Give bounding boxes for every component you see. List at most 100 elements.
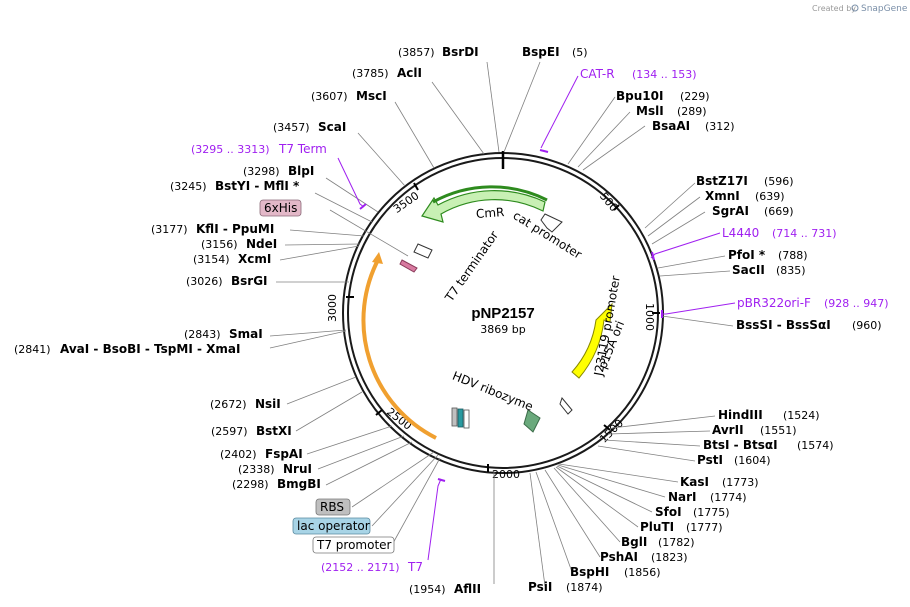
t7-promoter-marker[interactable] bbox=[463, 409, 470, 429]
site-hindiii[interactable]: HindIII bbox=[718, 408, 763, 422]
site-bsaai[interactable]: BsaAI bbox=[652, 119, 690, 133]
box-6xhis-label[interactable]: 6xHis bbox=[264, 201, 297, 215]
site-bsrgi[interactable]: BsrGI bbox=[231, 274, 268, 288]
site-xcmi[interactable]: XcmI bbox=[238, 252, 271, 266]
6xhis-feature-marker[interactable] bbox=[399, 259, 418, 273]
site-bpu10i-pos: (229) bbox=[680, 90, 710, 103]
site-bsssi-pos: (960) bbox=[852, 319, 882, 332]
t7-terminator-label: T7 terminator bbox=[442, 228, 501, 305]
j23119-promoter-marker[interactable] bbox=[559, 396, 573, 415]
leader-sgrai bbox=[651, 211, 706, 245]
box-lac-operator-label[interactable]: lac operator bbox=[297, 519, 370, 533]
site-xcmi-pos: (3154) bbox=[193, 253, 230, 266]
site-btsi[interactable]: BtsI - BtsαI bbox=[703, 438, 778, 452]
leader-bstyi bbox=[314, 192, 373, 223]
site-bstz17i-pos: (596) bbox=[764, 175, 794, 188]
site-bstz17i[interactable]: BstZ17I bbox=[696, 174, 748, 188]
leader-msci bbox=[394, 101, 435, 169]
site-ndei-pos: (3156) bbox=[201, 238, 238, 251]
site-labels-right: BspEI (5) Bpu10I (229) MslI (289) BsaAI … bbox=[522, 45, 882, 594]
site-xmni[interactable]: XmnI bbox=[705, 189, 740, 203]
site-psti-pos: (1604) bbox=[734, 454, 771, 467]
site-msci[interactable]: MscI bbox=[356, 89, 387, 103]
site-pluti[interactable]: PluTI bbox=[640, 520, 674, 534]
site-scai-pos: (3457) bbox=[273, 121, 310, 134]
site-msli[interactable]: MslI bbox=[636, 104, 664, 118]
t7-terminator-marker[interactable] bbox=[413, 243, 433, 259]
plasmid-name: pNP2157 bbox=[471, 305, 534, 322]
leader-nsii bbox=[286, 376, 357, 405]
leader-xcmi bbox=[279, 245, 360, 261]
box-lac-operator bbox=[292, 517, 371, 535]
hdv-ribozyme-marker[interactable] bbox=[523, 409, 541, 433]
site-pshai[interactable]: PshAI bbox=[600, 550, 638, 564]
site-bstxi[interactable]: BstXI bbox=[256, 424, 292, 438]
primer-l4440[interactable]: L4440 bbox=[722, 226, 759, 240]
site-sgrai[interactable]: SgrAI bbox=[712, 204, 749, 218]
tick-mark-1500 bbox=[603, 424, 611, 431]
cmr-label: CmR bbox=[475, 205, 504, 221]
site-bstyi[interactable]: BstYI - MflI * bbox=[215, 179, 300, 193]
primer-t7[interactable]: T7 bbox=[407, 560, 423, 574]
site-psii[interactable]: PsiI bbox=[528, 580, 552, 594]
site-nari-pos: (1774) bbox=[710, 491, 747, 504]
leader-kfli bbox=[289, 229, 365, 237]
site-msci-pos: (3607) bbox=[311, 90, 348, 103]
leader-bsrdi bbox=[486, 61, 500, 153]
primer-t7-range: (2152 .. 2171) bbox=[321, 561, 400, 574]
site-bgli[interactable]: BglI bbox=[621, 535, 647, 549]
primer-pbr322ori-f[interactable]: pBR322ori-F bbox=[737, 296, 811, 310]
site-bsssi[interactable]: BssSI - BssSαI bbox=[736, 318, 831, 332]
site-kasi[interactable]: KasI bbox=[680, 475, 709, 489]
site-bspei[interactable]: BspEI bbox=[522, 45, 560, 59]
primer-labels: CAT-R (134 .. 153) L4440 (714 .. 731) pB… bbox=[191, 67, 889, 574]
leader-pluti bbox=[555, 466, 639, 528]
box-rbs-label[interactable]: RBS bbox=[320, 500, 344, 514]
site-avai[interactable]: AvaI - BsoBI - TspMI - XmaI bbox=[60, 342, 240, 356]
site-scai[interactable]: ScaI bbox=[318, 120, 346, 134]
site-bpu10i[interactable]: Bpu10I bbox=[616, 89, 663, 103]
site-fspai[interactable]: FspAI bbox=[265, 447, 303, 461]
orange-cds-arc[interactable] bbox=[361, 257, 437, 440]
site-ndei[interactable]: NdeI bbox=[246, 237, 277, 251]
site-psii-pos: (1874) bbox=[566, 581, 603, 594]
site-acli[interactable]: AclI bbox=[397, 66, 422, 80]
box-t7-promoter bbox=[312, 536, 395, 554]
site-nrui[interactable]: NruI bbox=[283, 462, 312, 476]
site-aflii[interactable]: AflII bbox=[454, 582, 481, 596]
leader-psii bbox=[529, 472, 546, 587]
site-bstyi-pos: (3245) bbox=[170, 180, 207, 193]
site-avrii[interactable]: AvrII bbox=[712, 423, 744, 437]
lac-operator-marker[interactable] bbox=[457, 408, 464, 428]
leader-pshai bbox=[544, 469, 601, 558]
site-bsphi[interactable]: BspHI bbox=[570, 565, 609, 579]
box-t7-promoter-label[interactable]: T7 promoter bbox=[316, 538, 392, 552]
cmr-gene-arrow[interactable] bbox=[421, 190, 546, 223]
leader-blpi bbox=[325, 177, 379, 213]
site-smai-pos: (2843) bbox=[184, 328, 221, 341]
site-nsii[interactable]: NsiI bbox=[255, 397, 281, 411]
rbs-marker[interactable] bbox=[451, 407, 458, 427]
site-btsi-pos: (1574) bbox=[797, 439, 834, 452]
leader-bsaai bbox=[582, 125, 646, 171]
leader-lines-right bbox=[503, 61, 734, 587]
primer-cat-r[interactable]: CAT-R bbox=[580, 67, 615, 81]
leader-lac-operator bbox=[371, 454, 439, 527]
site-pfoi[interactable]: PfoI * bbox=[728, 248, 766, 262]
site-bmgbi[interactable]: BmgBI bbox=[277, 477, 321, 491]
site-smai[interactable]: SmaI bbox=[229, 327, 263, 341]
site-kfli[interactable]: KflI - PpuMI bbox=[196, 222, 274, 236]
site-blpi[interactable]: BlpI bbox=[288, 164, 314, 178]
leader-lines-left bbox=[269, 61, 500, 584]
cat-promoter-arrow[interactable] bbox=[540, 213, 563, 233]
site-sacii[interactable]: SacII bbox=[732, 263, 765, 277]
p15a-ori-arrow[interactable] bbox=[571, 302, 613, 379]
site-psti[interactable]: PstI bbox=[697, 453, 723, 467]
site-sfoi[interactable]: SfoI bbox=[655, 505, 682, 519]
orange-cds-arrowhead bbox=[372, 252, 383, 264]
primer-mark-cat-r bbox=[539, 149, 549, 153]
site-nari[interactable]: NarI bbox=[668, 490, 697, 504]
site-bsrdi[interactable]: BsrDI bbox=[442, 45, 479, 59]
primer-t7-term[interactable]: T7 Term bbox=[278, 142, 327, 156]
